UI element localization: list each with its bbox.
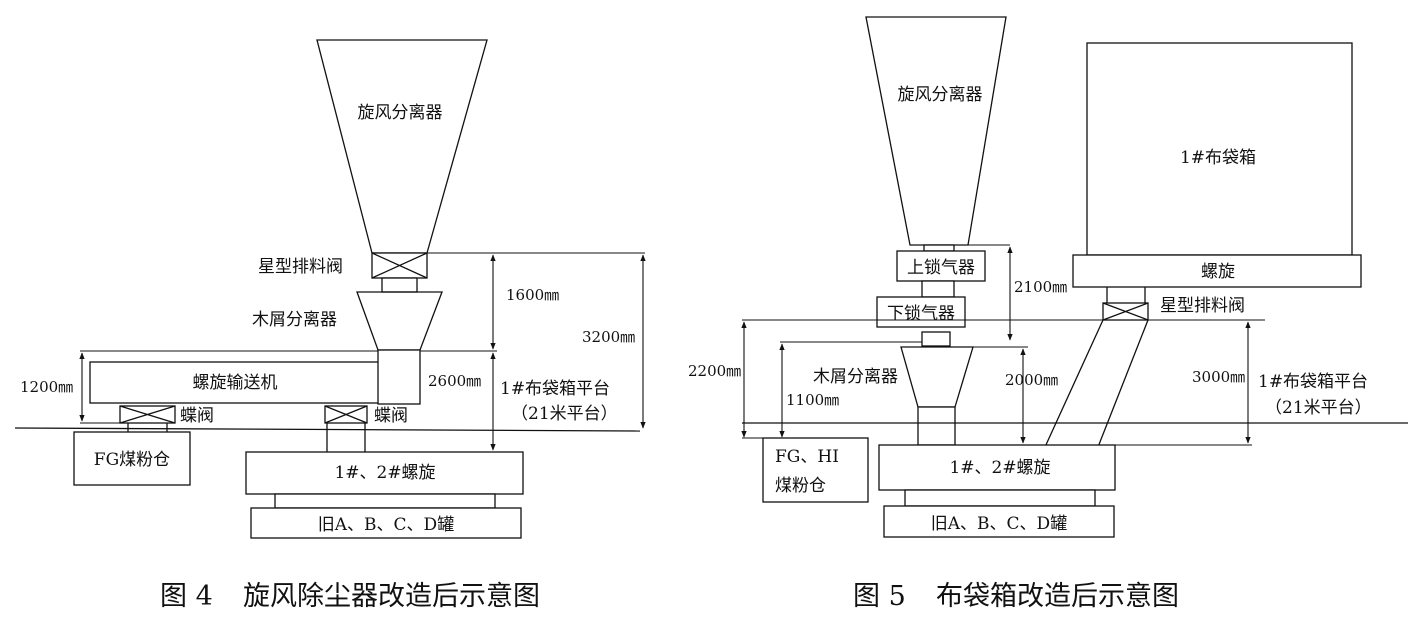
- fig5-dim-3000: 3000㎜: [1192, 368, 1245, 386]
- fig5-platform-label: 1#布袋箱平台: [1258, 372, 1368, 392]
- fig5-lower-lock: [876, 296, 966, 328]
- fig5-sawdust-label: 木屑分离器: [813, 367, 898, 387]
- fig4-tanks-label: 旧A、B、C、D罐: [318, 515, 454, 535]
- fig4-caption-text: 旋风除尘器改造后示意图: [243, 581, 540, 612]
- fig5-chute-left: [1044, 319, 1104, 448]
- fig5-lower-lock-label: 下锁气器: [887, 304, 955, 324]
- fig5-upper-lock-label: 上锁气器: [907, 258, 975, 278]
- fig4-caption-number: 图 4: [160, 581, 213, 612]
- fig4-dim-3200: 3200㎜: [582, 328, 635, 346]
- fig4-dim-1200: 1200㎜: [20, 378, 73, 396]
- fig4-coal-bin: [73, 431, 191, 486]
- fig5-bag-box-label: 1#布袋箱: [1180, 148, 1256, 168]
- fig4-butterfly-valve-2-label: 蝶阀: [374, 406, 408, 426]
- fig4-butterfly-valve-1-label: 蝶阀: [180, 406, 214, 426]
- fig4-star-valve-label: 星型排料阀: [258, 257, 343, 277]
- fig4-sawdust-separator: [356, 291, 443, 351]
- fig5-down-pipe: [917, 406, 956, 446]
- fig5-screw-label: 螺旋: [1201, 262, 1235, 282]
- figure-5: 旋风分离器 1#布袋箱 螺旋 星型排料阀 上锁气器 下锁气器 木屑分离器: [688, 16, 1408, 612]
- fig5-dim-2000: 2000㎜: [1005, 371, 1058, 389]
- fig4-cyclone-label: 旋风分离器: [358, 103, 443, 123]
- fig5-star-valve-label: 星型排料阀: [1160, 296, 1245, 316]
- fig5-screw-12-label: 1#、2#螺旋: [949, 458, 1050, 478]
- fig5-screw-12: [878, 444, 1116, 491]
- fig4-star-valve-cross: [371, 252, 428, 279]
- fig5-screw-base: [904, 489, 1096, 507]
- fig5-coal-bin-label-2: 煤粉仓: [775, 476, 826, 496]
- fig4-tanks: [250, 507, 522, 539]
- fig4-sawdust-label: 木屑分离器: [252, 310, 337, 330]
- fig4-cyclone-shape: [316, 39, 488, 254]
- fig5-tanks-label: 旧A、B、C、D罐: [931, 514, 1067, 534]
- fig5-cyclone-label: 旋风分离器: [898, 85, 983, 105]
- fig4-dim-2600: 2600㎜: [428, 372, 481, 390]
- fig5-coal-bin-label-1: FG、HI: [775, 447, 839, 467]
- fig5-cyclone-shape: [865, 16, 1007, 246]
- fig5-dim-1100: 1100㎜: [786, 391, 839, 409]
- fig5-dim-2200: 2200㎜: [688, 362, 741, 380]
- fig5-coal-bin: [762, 437, 869, 503]
- fig4-screw-12-label: 1#、2#螺旋: [334, 463, 435, 483]
- fig4-down-pipe: [377, 349, 421, 405]
- fig4-dim-1600: 1600㎜: [506, 286, 559, 304]
- fig5-platform-sub: （21米平台）: [1265, 398, 1372, 418]
- fig4-coal-bin-label: FG煤粉仓: [94, 450, 170, 470]
- fig4-screw-conveyor-label: 螺旋输送机: [193, 373, 278, 393]
- figure-4: 旋风分离器 星型排料阀 木屑分离器 螺旋输送机 蝶阀 蝶阀 FG煤粉仓: [14, 39, 646, 612]
- fig4-screw-base: [274, 493, 496, 509]
- fig4-pipe-1: [381, 277, 418, 293]
- fig4-platform-sub: （21米平台）: [511, 404, 618, 424]
- fig4-platform-label: 1#布袋箱平台: [500, 379, 610, 399]
- fig4-screw-conveyor: [89, 361, 380, 404]
- fig5-tanks: [883, 505, 1115, 538]
- fig5-chute-right: [1097, 319, 1149, 448]
- fig5-upper-lock: [896, 250, 986, 282]
- fig5-sawdust-separator: [900, 346, 974, 408]
- fig5-caption-number: 图 5: [853, 581, 906, 612]
- fig5-caption-text: 布袋箱改造后示意图: [936, 581, 1179, 612]
- fig5-dim-2100: 2100㎜: [1014, 278, 1067, 296]
- fig5-screw: [1072, 254, 1362, 288]
